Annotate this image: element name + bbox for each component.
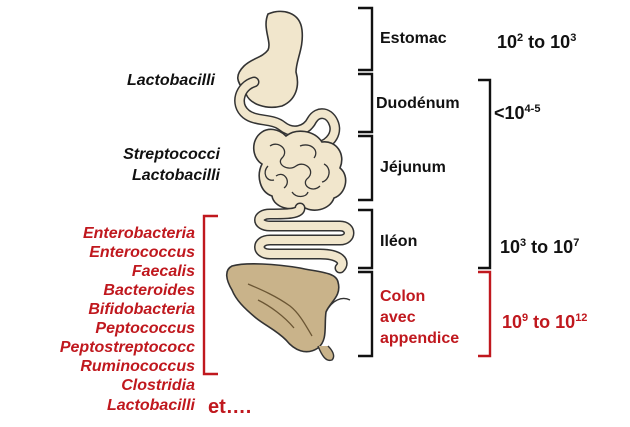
count-stomach-exp: 2	[517, 32, 523, 44]
segment-jejunum: Jéjunum	[380, 160, 446, 176]
segment-colon-line-3: appendice	[380, 328, 459, 349]
bacteria-colon-2: Enterococcus	[89, 245, 195, 261]
count-ileum-mid: to	[526, 237, 553, 257]
bacteria-colon-6: Peptococcus	[95, 321, 195, 337]
segment-ileon: Iléon	[380, 234, 417, 250]
segment-colon-line-2: avec	[380, 307, 459, 328]
etc-label: et….	[208, 397, 251, 417]
count-ileum: 103 to 107	[500, 238, 579, 256]
bacteria-colon-1: Enterobacteria	[83, 226, 195, 242]
count-upper-exp: 4-5	[525, 103, 541, 115]
count-colon-exp2: 12	[575, 312, 587, 324]
segment-colon: Colon avec appendice	[380, 286, 459, 349]
count-colon-mid: to	[528, 312, 555, 332]
bracket-upper-range	[478, 80, 490, 268]
bracket-jejunum	[358, 136, 372, 200]
bacteria-colon-10: Lactobacilli	[107, 398, 195, 414]
bracket-estomac	[358, 8, 372, 70]
count-stomach: 102 to 103	[497, 33, 576, 51]
bracket-ileon	[358, 210, 372, 268]
count-stomach-base: 10	[497, 32, 517, 52]
segment-estomac: Estomac	[380, 31, 447, 47]
bacteria-jejunum-2: Lactobacilli	[132, 168, 220, 184]
bacteria-stomach-1: Lactobacilli	[127, 73, 215, 89]
bacteria-colon-7: Peptostreptococc	[60, 340, 195, 356]
count-stomach-base2: 10	[550, 32, 570, 52]
bracket-duodenum	[358, 74, 372, 132]
count-colon: 109 to 1012	[502, 313, 587, 331]
count-stomach-mid: to	[523, 32, 550, 52]
count-ileum-base: 10	[500, 237, 520, 257]
bacteria-colon-9: Clostridia	[121, 378, 195, 394]
bacteria-colon-8: Ruminococcus	[80, 359, 195, 375]
count-upper: <104-5	[494, 104, 540, 122]
count-stomach-exp2: 3	[570, 32, 576, 44]
colon-appendix	[318, 346, 334, 360]
count-ileum-exp: 3	[520, 237, 526, 249]
segment-duodenum: Duodénum	[376, 96, 460, 112]
count-colon-exp: 9	[522, 312, 528, 324]
count-ileum-base2: 10	[553, 237, 573, 257]
count-upper-prefix: <10	[494, 103, 525, 123]
count-colon-base: 10	[502, 312, 522, 332]
count-ileum-exp2: 7	[573, 237, 579, 249]
colon-shape	[227, 264, 339, 352]
bacteria-colon-4: Bacteroides	[103, 283, 195, 299]
bracket-colon-bacteria	[204, 216, 218, 374]
bacteria-colon-3: Faecalis	[132, 264, 195, 280]
segment-colon-line-1: Colon	[380, 286, 459, 307]
bracket-colon	[358, 272, 372, 356]
count-colon-base2: 10	[555, 312, 575, 332]
bracket-colon-count	[478, 272, 490, 356]
bacteria-jejunum-1: Streptococci	[123, 147, 220, 163]
bacteria-colon-5: Bifidobacteria	[88, 302, 195, 318]
